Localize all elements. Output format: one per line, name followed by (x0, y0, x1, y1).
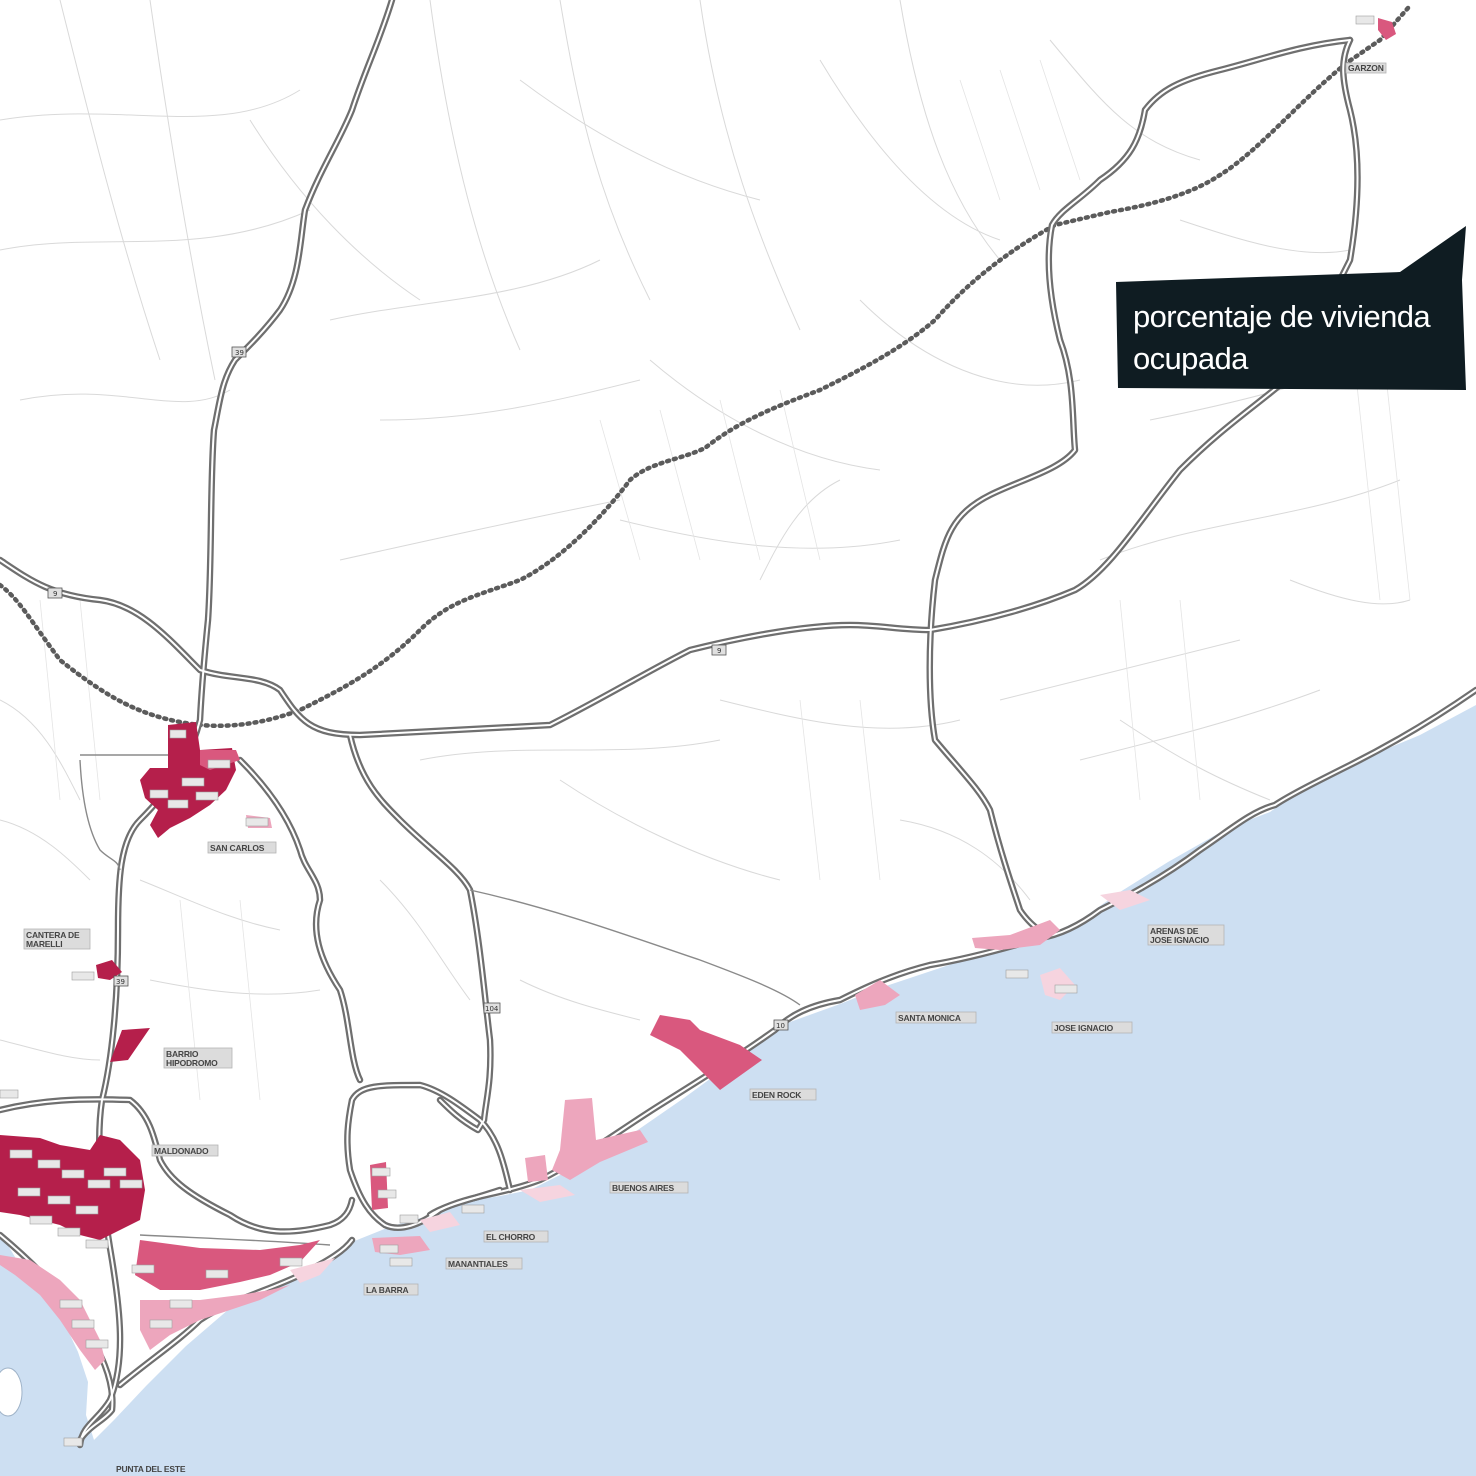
route-9-label-west: 9 (53, 590, 57, 598)
legend-callout: porcentaje de vivienda ocupada (1116, 226, 1466, 390)
route-9-label-east: 9 (717, 647, 721, 655)
label-barrio-line1: BARRIO (166, 1049, 199, 1059)
label-maldonado: MALDONADO (154, 1146, 209, 1156)
isla-gorriti (0, 1367, 23, 1417)
legend-line-1: porcentaje de vivienda (1133, 299, 1431, 334)
label-san-carlos: SAN CARLOS (210, 843, 265, 853)
label-arenas-line2: JOSE IGNACIO (1150, 935, 1210, 945)
label-cantera-line2: MARELLI (26, 939, 62, 949)
callout-box (1116, 226, 1466, 390)
sea (0, 705, 1476, 1476)
label-garzon: GARZON (1348, 63, 1384, 73)
route-shields: 39 9 9 104 10 39 (47, 346, 789, 1031)
route-39-label-south: 39 (116, 978, 125, 986)
percentage-tags (0, 15, 1375, 1447)
label-buenos-aires: BUENOS AIRES (612, 1183, 675, 1193)
label-arenas-line1: ARENAS DE (1150, 926, 1199, 936)
label-manantiales: MANANTIALES (448, 1259, 508, 1269)
place-labels: SAN CARLOS CANTERA DE MARELLI BARRIO HIP… (23, 62, 1387, 1474)
legend-line-2: ocupada (1133, 341, 1249, 376)
label-la-barra: LA BARRA (366, 1285, 409, 1295)
label-el-chorro: EL CHORRO (486, 1232, 536, 1242)
route-10-label: 10 (776, 1022, 785, 1030)
route-39-label: 39 (235, 349, 244, 357)
label-jose-ignacio: JOSE IGNACIO (1054, 1023, 1114, 1033)
label-cantera-line1: CANTERA DE (26, 930, 80, 940)
label-eden-rock: EDEN ROCK (752, 1090, 802, 1100)
route-104-label: 104 (485, 1005, 499, 1013)
label-punta-del-este: PUNTA DEL ESTE (116, 1464, 186, 1474)
label-santa-monica: SANTA MONICA (898, 1013, 961, 1023)
label-barrio-line2: HIPODROMO (166, 1058, 218, 1068)
